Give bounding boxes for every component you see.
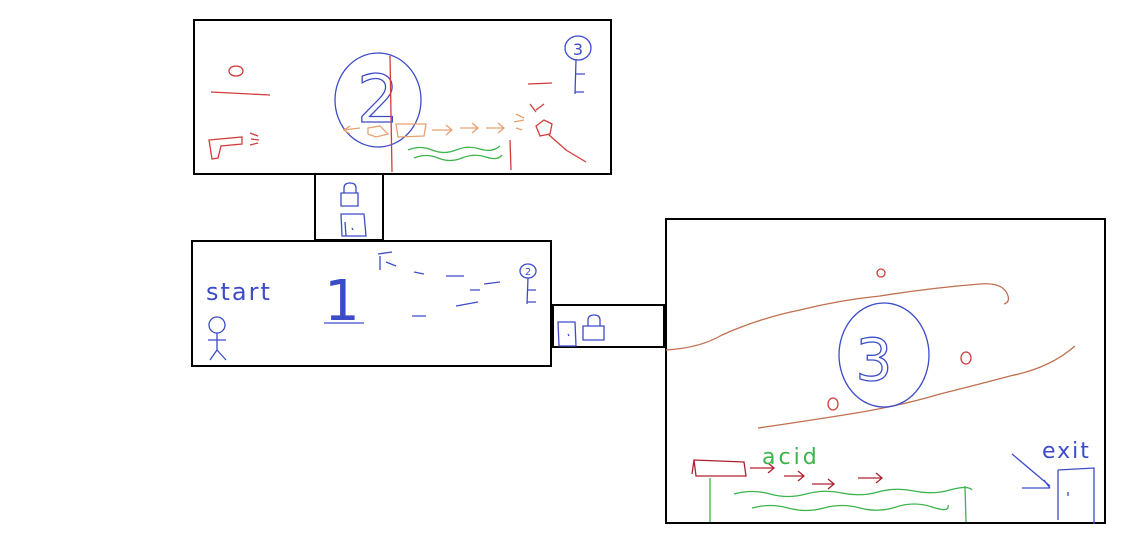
terrain-upper	[665, 283, 1010, 351]
room-1-number: 1	[324, 269, 360, 334]
ledge	[210, 91, 271, 96]
lock-icon	[340, 182, 359, 207]
room-3: 3 acid exit	[665, 218, 1106, 524]
path-arrows	[342, 113, 525, 138]
exit-door	[1057, 467, 1095, 524]
key-3-number: 3	[573, 40, 583, 59]
room-2-outline	[193, 19, 612, 175]
coin-icon-2	[876, 268, 886, 278]
room-2-marker-circle	[334, 52, 422, 148]
enemy-icon	[529, 103, 587, 163]
acid-walls	[709, 478, 967, 523]
coin-icon	[228, 65, 244, 77]
room-3-number: 3	[856, 326, 893, 394]
player-icon	[208, 316, 227, 361]
room-2: 2 3	[193, 19, 612, 175]
coin-icon-4	[827, 397, 839, 411]
gun-icon	[208, 132, 260, 160]
acid-hazard-2	[733, 486, 973, 512]
platform-arrows	[750, 462, 884, 490]
enemy-mark	[527, 82, 553, 85]
divider-line	[389, 55, 393, 173]
corridor-vertical	[314, 173, 384, 241]
jump-path	[377, 251, 501, 317]
room-1: start 1 2	[191, 240, 552, 367]
key-3-icon: 3	[564, 35, 592, 95]
wall-line	[509, 139, 512, 171]
corridor-horizontal	[552, 304, 665, 348]
key-2-number: 2	[525, 267, 531, 278]
exit-arrow	[1011, 453, 1051, 489]
room-3-outline	[665, 218, 1106, 524]
moving-platform	[691, 459, 747, 477]
exit-label: exit	[1042, 439, 1091, 464]
door-icon	[340, 213, 367, 237]
acid-hazard	[407, 145, 503, 162]
room-3-marker-circle	[838, 302, 930, 408]
acid-label: acid	[762, 445, 820, 470]
lock-icon-2	[582, 314, 605, 341]
corridor-horizontal-outline	[552, 304, 665, 348]
terrain-lower	[757, 345, 1076, 429]
start-label: start	[206, 278, 272, 306]
room-1-outline	[191, 240, 552, 367]
corridor-vertical-outline	[314, 173, 384, 241]
room-2-number: 2	[357, 61, 399, 138]
door-icon-2	[557, 321, 577, 347]
key-2-icon: 2	[519, 263, 537, 305]
coin-icon-3	[960, 351, 972, 365]
